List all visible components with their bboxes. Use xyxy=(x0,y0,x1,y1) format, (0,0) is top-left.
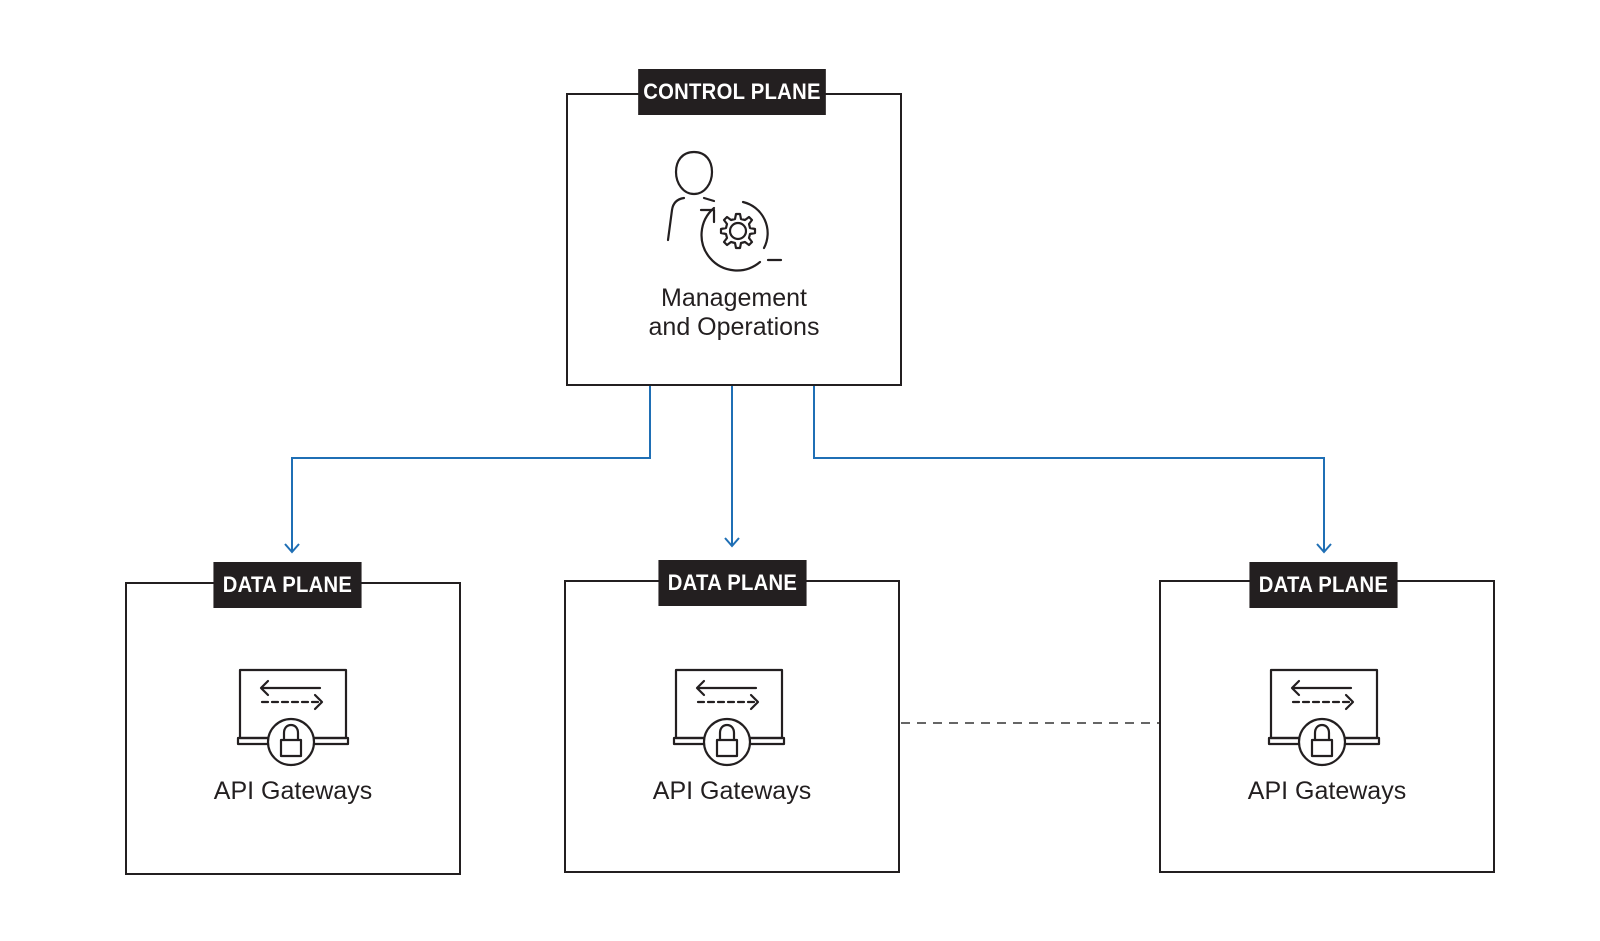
data-plane-tag-1: DATA PLANE xyxy=(213,562,362,608)
control-plane-box xyxy=(566,93,902,386)
arrowhead-2 xyxy=(724,537,740,548)
data-plane-tag-3: DATA PLANE xyxy=(1249,562,1398,608)
control-plane-label-line1: Management xyxy=(661,284,807,312)
control-plane-tag: CONTROL PLANE xyxy=(638,69,826,115)
arrow-to-data-plane-1 xyxy=(291,386,651,552)
user-gear-icon xyxy=(666,150,783,272)
arrow-to-data-plane-3 xyxy=(813,386,1325,552)
arrowhead-1 xyxy=(284,543,300,554)
data-plane-label-3: API Gateways xyxy=(1247,777,1407,805)
data-plane-label-1: API Gateways xyxy=(213,777,373,805)
data-plane-label-2: API Gateways xyxy=(652,777,812,805)
data-plane-tag-2: DATA PLANE xyxy=(658,560,807,606)
control-plane-label: Management and Operations xyxy=(566,284,902,342)
api-gateway-lock-icon xyxy=(1267,668,1381,767)
api-gateway-lock-icon xyxy=(236,668,350,767)
api-gateway-lock-icon xyxy=(672,668,786,767)
arrowhead-3 xyxy=(1316,543,1332,554)
control-plane-label-line2: and Operations xyxy=(648,313,820,341)
